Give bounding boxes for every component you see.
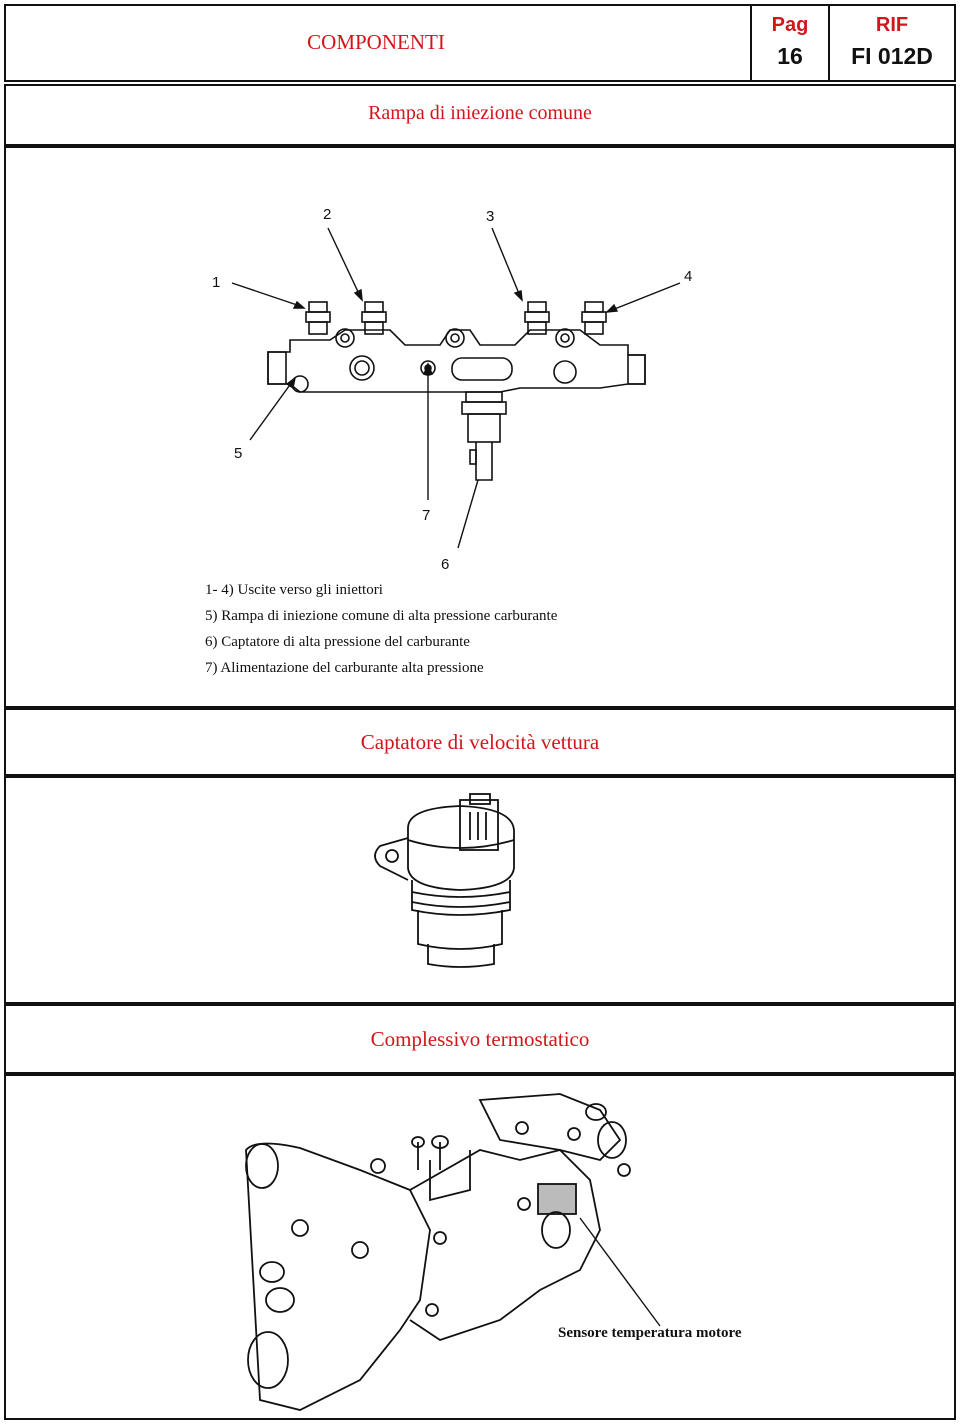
- ref-code: FI 012D: [851, 43, 933, 69]
- section2-figure-box: [4, 776, 956, 1004]
- section1-title: Rampa di iniezione comune: [368, 102, 592, 124]
- sensor-label: Sensore temperatura motore: [558, 1325, 742, 1341]
- section3-title: Complessivo termostatico: [370, 1027, 590, 1051]
- legend-item: 7) Alimentazione del carburante alta pre…: [205, 660, 484, 676]
- page-label: Pag: [771, 14, 809, 36]
- header-frame: [4, 4, 956, 82]
- callout-3: 3: [486, 208, 495, 225]
- callout-7: 7: [422, 507, 431, 524]
- legend-item: 1- 4) Uscite verso gli iniettori: [205, 582, 383, 598]
- document-title: COMPONENTI: [307, 29, 445, 54]
- legend-item: 6) Captatore di alta pressione del carbu…: [205, 634, 470, 650]
- section3-figure-box: [4, 1074, 956, 1420]
- page-number: 16: [777, 43, 803, 69]
- header-divider-2: [828, 4, 830, 82]
- section1-title-box: [4, 84, 956, 146]
- page-cell: Pag 16: [752, 4, 828, 80]
- component-legend: 1- 4) Uscite verso gli iniettori 5) Ramp…: [205, 577, 557, 681]
- callout-2: 2: [323, 206, 332, 223]
- ref-label: RIF: [875, 14, 909, 36]
- callout-4: 4: [684, 268, 693, 285]
- section3-title-box: [4, 1004, 956, 1074]
- ref-cell: RIF FI 012D: [830, 4, 954, 80]
- callout-6: 6: [441, 556, 450, 573]
- speed-sensor-drawing: [374, 793, 515, 968]
- callout-1: 1: [212, 274, 221, 291]
- section2-title: Captatore di velocità vettura: [360, 730, 600, 754]
- common-rail-drawing: [231, 227, 681, 549]
- callout-5: 5: [234, 445, 243, 462]
- legend-item: 5) Rampa di iniezione comune di alta pre…: [205, 608, 558, 624]
- thermostat-assembly-drawing: [245, 1093, 661, 1411]
- header-divider-1: [750, 4, 752, 82]
- section2-title-box: [4, 708, 956, 776]
- section1-figure-box: [4, 146, 956, 708]
